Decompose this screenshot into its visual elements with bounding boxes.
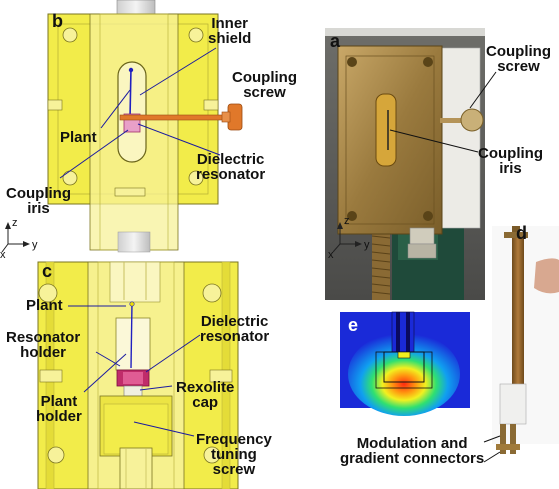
label-frequency-tuning-screw: Frequency tuning screw <box>196 431 272 478</box>
axis-label-z-left: z <box>12 217 18 229</box>
panel-letter-c: c <box>42 261 53 281</box>
axis-label-y-left: y <box>32 239 38 251</box>
label-coupling-screw-b: Coupling screw <box>232 69 297 101</box>
label-coupling-iris-b: Coupling iris <box>6 185 71 217</box>
panel-e-field-map <box>340 311 470 416</box>
axis-label-z-a: z <box>344 215 350 227</box>
label-resonator-holder: Resonator holder <box>6 329 81 361</box>
panel-letter-e: e <box>348 315 359 335</box>
panel-b-drawing <box>47 0 243 253</box>
label-connectors: Modulation and gradient connectors <box>340 435 485 467</box>
label-plant-b: Plant <box>60 129 97 146</box>
axis-label-x-a: x <box>328 249 334 261</box>
axis-label-x-left: x <box>0 249 6 261</box>
panel-letter-b: b <box>52 11 63 31</box>
axis-triad-left <box>1 222 30 253</box>
label-plant-c: Plant <box>26 297 63 314</box>
label-dielectric-resonator-b: Dielectric resonator <box>196 151 266 183</box>
panel-d-photo <box>483 226 559 463</box>
panel-letter-d: d <box>516 223 527 243</box>
label-coupling-iris-a: Coupling iris <box>478 145 543 177</box>
label-inner-shield: Inner shield <box>208 15 252 47</box>
label-plant-holder: Plant holder <box>36 393 82 425</box>
label-coupling-screw-a: Coupling screw <box>486 43 551 75</box>
axis-label-y-a: y <box>364 239 370 251</box>
panel-a-photo <box>325 28 497 300</box>
label-dielectric-resonator-c: Dielectric resonator <box>200 313 270 345</box>
panel-c-drawing <box>37 261 239 489</box>
label-rexolite-cap: Rexolite cap <box>176 379 235 411</box>
panel-letter-a: a <box>330 31 341 51</box>
axis-triad-a <box>332 222 362 253</box>
